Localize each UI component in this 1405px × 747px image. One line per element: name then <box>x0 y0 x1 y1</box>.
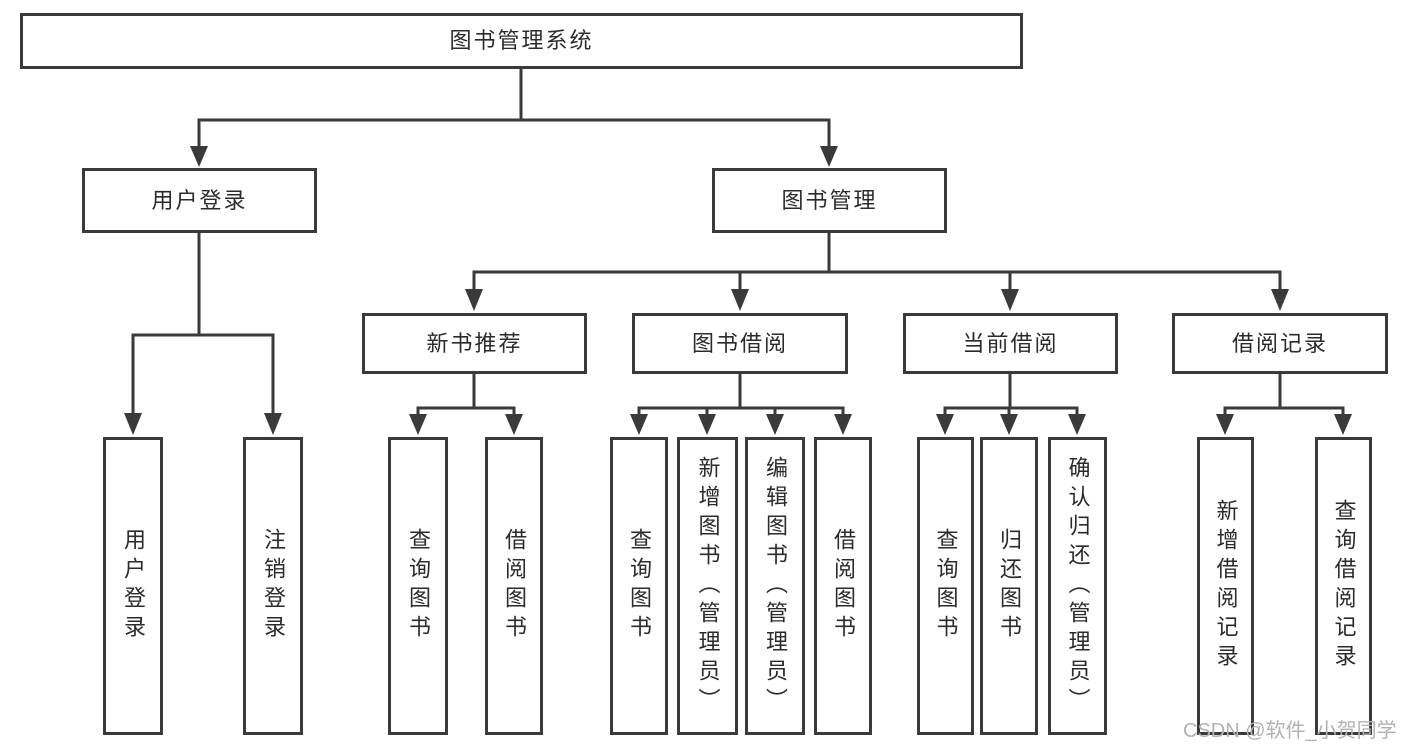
arrowhead-icon <box>409 414 427 435</box>
arrowhead-icon <box>1271 289 1289 311</box>
node-label: 借阅图书 <box>502 528 527 644</box>
node-label: 用户登录 <box>151 187 248 213</box>
node-label: 新增图书（管理员） <box>695 455 721 717</box>
leaf-user-login: 用户登录 <box>103 437 163 735</box>
arrowhead-icon <box>505 414 523 435</box>
node-label: 新书推荐 <box>426 330 523 356</box>
node-label: 借阅记录 <box>1231 330 1328 356</box>
node-label: 当前借阅 <box>962 330 1059 356</box>
leaf-records-add-record: 新增借阅记录 <box>1197 437 1254 735</box>
node-root: 图书管理系统 <box>20 13 1023 69</box>
node-user-login: 用户登录 <box>82 168 317 233</box>
node-label: 图书管理 <box>781 187 878 213</box>
arrowhead-icon <box>1068 414 1086 435</box>
node-label: 查询借阅记录 <box>1331 499 1357 673</box>
node-label: 图书管理系统 <box>449 28 594 53</box>
node-label: 归还图书 <box>997 528 1022 644</box>
node-book-borrowing: 图书借阅 <box>632 313 848 374</box>
arrowhead-icon <box>1334 414 1352 435</box>
node-label: 查询图书 <box>406 528 431 644</box>
leaf-borrow-edit-books-admin: 编辑图书（管理员） <box>745 437 805 735</box>
node-label: 图书借阅 <box>691 330 788 356</box>
leaf-records-query-record: 查询借阅记录 <box>1315 437 1372 735</box>
arrowhead-icon <box>465 289 483 311</box>
leaf-current-query-books: 查询图书 <box>917 437 974 735</box>
arrowhead-icons <box>124 146 1352 435</box>
node-label: 新增借阅记录 <box>1213 499 1239 673</box>
arrowhead-icon <box>731 289 749 311</box>
connector-path <box>131 66 1345 418</box>
node-label: 借阅图书 <box>831 528 856 644</box>
arrowhead-icon <box>124 413 142 435</box>
arrowhead-icon <box>834 414 852 435</box>
node-label: 编辑图书（管理员） <box>763 455 788 717</box>
arrowhead-icon <box>1000 414 1018 435</box>
arrowhead-icon <box>936 414 954 435</box>
leaf-borrow-borrow-books: 借阅图书 <box>814 437 872 735</box>
watermark: CSDN @软件_小贺同学 <box>1183 720 1397 742</box>
leaf-current-confirm-return-admin: 确认归还（管理员） <box>1048 437 1107 735</box>
node-label: 确认归还（管理员） <box>1065 455 1091 717</box>
arrowhead-icon <box>190 146 208 167</box>
node-label: 注销登录 <box>261 528 286 644</box>
node-label: 查询图书 <box>933 528 959 644</box>
leaf-borrow-query-books: 查询图书 <box>610 437 668 735</box>
node-borrowing-records: 借阅记录 <box>1172 313 1388 374</box>
arrowhead-icon <box>264 413 282 435</box>
leaf-newbooks-borrow-books: 借阅图书 <box>485 437 543 735</box>
node-book-management: 图书管理 <box>712 168 947 233</box>
leaf-logout: 注销登录 <box>243 437 303 735</box>
node-label: 查询图书 <box>627 528 652 644</box>
leaf-borrow-add-books-admin: 新增图书（管理员） <box>677 437 738 735</box>
node-new-book-recommendation: 新书推荐 <box>362 313 587 374</box>
arrowhead-icon <box>630 414 648 435</box>
arrowhead-icon <box>698 414 716 435</box>
node-label: 用户登录 <box>121 528 146 644</box>
arrowhead-icon <box>820 146 838 167</box>
arrowhead-icon <box>1001 289 1019 311</box>
arrowhead-icon <box>766 414 784 435</box>
leaf-newbooks-query-books: 查询图书 <box>388 437 448 735</box>
leaf-current-return-books: 归还图书 <box>980 437 1038 735</box>
arrowhead-icon <box>1216 414 1234 435</box>
node-current-borrowing: 当前借阅 <box>903 313 1118 374</box>
